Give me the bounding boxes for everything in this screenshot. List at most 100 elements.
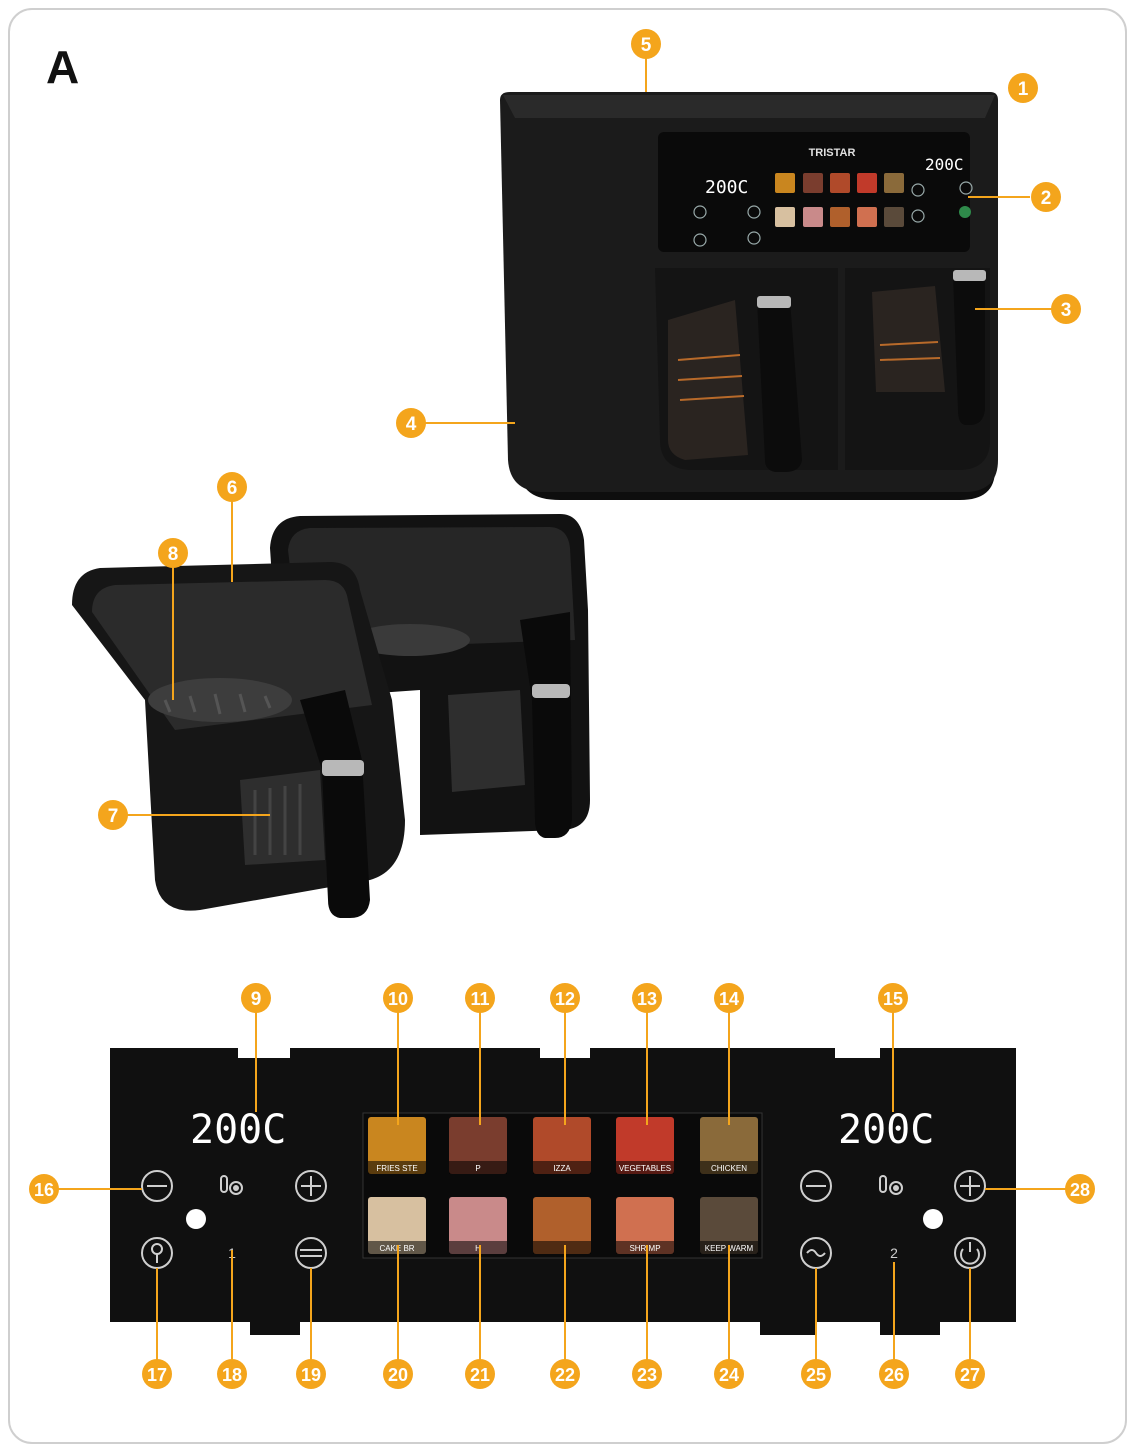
right-plus-icon[interactable] [954,1170,986,1202]
baskets [72,514,590,918]
figure-label: A [46,41,80,93]
program-tile-0-2[interactable] [533,1117,591,1174]
callout-number: 16 [34,1180,54,1200]
callout-24 [714,1359,744,1389]
callout-number: 15 [883,989,903,1009]
callout-11 [465,983,495,1013]
callout-15 [878,983,908,1013]
unit-left-display: 200C [705,177,748,198]
callout-number: 13 [637,989,657,1009]
callout-20 [383,1359,413,1389]
unit-power-icon [959,206,971,218]
unit-tile-bottom-2 [830,207,850,227]
callout-17 [142,1359,172,1389]
callout-5 [631,29,661,59]
unit-minus-icon [693,205,707,219]
left-minus-icon[interactable] [141,1170,173,1202]
callout-4 [396,408,426,438]
unit-tile-top-3 [857,173,877,193]
program-tile-0-0[interactable] [368,1117,426,1174]
program-tile-1-3[interactable] [616,1197,674,1254]
callout-number: 28 [1070,1180,1090,1200]
basket-window-left [240,770,325,865]
callout-number: 14 [719,989,739,1009]
callout-22 [550,1359,580,1389]
callout-number: 5 [641,35,652,56]
left-plus-icon[interactable] [295,1170,327,1202]
program-tile-label: CHICKEN [711,1164,747,1173]
callout-26 [879,1359,909,1389]
program-tile-label: VEGETABLES [619,1164,671,1173]
right-minus-icon[interactable] [800,1170,832,1202]
program-tile-label: IZZA [553,1164,571,1173]
callout-number: 2 [1041,188,1052,209]
left-zone-indicator [186,1209,206,1229]
callout-number: 20 [388,1365,408,1385]
callout-number: 4 [406,414,417,435]
callout-9 [241,983,271,1013]
callout-number: 9 [251,989,262,1010]
unit-plus-right-icon [959,181,973,195]
callout-number: 17 [147,1365,167,1385]
air-fryer-unit: TRISTAR 200C 200C [500,92,998,500]
callout-number: 23 [637,1365,657,1385]
callout-6 [217,472,247,502]
program-tile-1-1[interactable] [449,1197,507,1254]
callout-13 [632,983,662,1013]
callout-number: 6 [227,478,238,499]
callout-number: 12 [555,989,575,1009]
callout-2 [1031,182,1061,212]
program-tile-0-1[interactable] [449,1117,507,1174]
unit-light-icon [693,233,707,247]
callout-14 [714,983,744,1013]
callout-number: 10 [388,989,408,1009]
program-tile-1-2[interactable] [533,1197,591,1254]
callout-16 [29,1174,59,1204]
callout-12 [550,983,580,1013]
unit-tiles [775,173,904,227]
right-temp-display: 200C [838,1107,934,1153]
right-drawer-window [872,286,945,392]
program-tile-label: SHRIMP [629,1244,660,1253]
unit-right-display: 200C [925,155,964,174]
callout-18 [217,1359,247,1389]
unit-tile-top-2 [830,173,850,193]
callout-number: 19 [301,1365,321,1385]
callout-19 [296,1359,326,1389]
right-zone-number: 2 [890,1245,898,1261]
callout-8 [158,538,188,568]
callout-25 [801,1359,831,1389]
unit-sync-icon [747,231,761,245]
callout-3 [1051,294,1081,324]
callout-number: 3 [1061,300,1072,321]
callout-number: 8 [168,544,179,565]
unit-tile-top-1 [803,173,823,193]
unit-tile-top-0 [775,173,795,193]
callout-7 [98,800,128,830]
unit-tile-top-4 [884,173,904,193]
callout-number: 24 [719,1365,739,1385]
crisping-plate [148,678,292,722]
program-tile-1-0[interactable] [368,1197,426,1254]
unit-minus-right-icon [911,183,925,197]
callout-21 [465,1359,495,1389]
callout-number: 21 [470,1365,490,1385]
program-tile-1-4[interactable] [700,1197,758,1254]
unit-shake-icon [911,209,925,223]
leader-lines [58,58,1066,1360]
basket-window-right [448,690,525,792]
callout-number: 22 [555,1365,575,1385]
callout-number: 18 [222,1365,242,1385]
lid-top [503,95,995,118]
brand-logo: TRISTAR [809,147,856,159]
basket-left-handle [300,690,370,918]
callout-27 [955,1359,985,1389]
right-handle [953,275,985,425]
right-zone-indicator [923,1209,943,1229]
program-tile-0-3[interactable] [616,1117,674,1174]
program-tile-0-4[interactable] [700,1117,758,1174]
figure-frame [8,8,1127,1444]
unit-tile-bottom-3 [857,207,877,227]
callout-number: 1 [1018,79,1029,100]
